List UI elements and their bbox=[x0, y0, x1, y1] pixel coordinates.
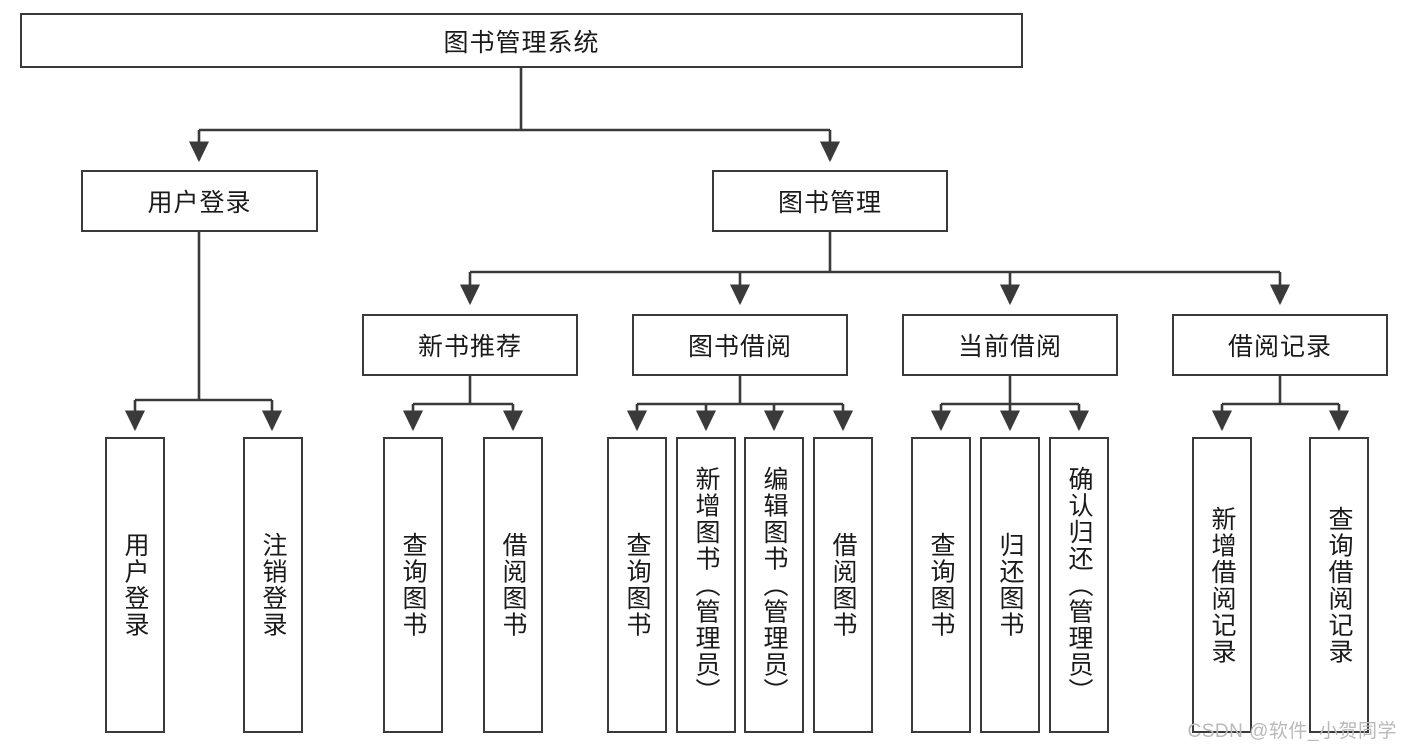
leaf-label: 新增借阅记录 bbox=[1208, 505, 1236, 665]
leaf-current-confirm-return-admin[interactable]: 确认归还（管理员） bbox=[1049, 437, 1109, 733]
leaf-user-login-login[interactable]: 用户登录 bbox=[105, 437, 165, 733]
leaf-current-query-book[interactable]: 查询图书 bbox=[911, 437, 971, 733]
leaf-record-query-record[interactable]: 查询借阅记录 bbox=[1309, 437, 1369, 733]
node-current-borrow[interactable]: 当前借阅 bbox=[902, 314, 1118, 376]
leaf-label: 确认归还（管理员） bbox=[1065, 465, 1093, 705]
leaf-label: 编辑图书（管理员） bbox=[760, 465, 788, 705]
leaf-label: 借阅图书 bbox=[499, 532, 527, 638]
node-root-system[interactable]: 图书管理系统 bbox=[20, 13, 1023, 68]
leaf-label: 查询图书 bbox=[927, 532, 955, 638]
leaf-label: 新增图书（管理员） bbox=[692, 465, 720, 705]
leaf-recommend-query-book[interactable]: 查询图书 bbox=[383, 437, 443, 733]
node-borrow-record[interactable]: 借阅记录 bbox=[1172, 314, 1388, 376]
leaf-label: 用户登录 bbox=[121, 532, 149, 638]
leaf-label: 查询图书 bbox=[399, 532, 427, 638]
leaf-label: 查询图书 bbox=[623, 532, 651, 638]
leaf-label: 归还图书 bbox=[996, 532, 1024, 638]
leaf-label: 借阅图书 bbox=[829, 532, 857, 638]
leaf-label: 查询借阅记录 bbox=[1325, 505, 1353, 665]
node-book-management[interactable]: 图书管理 bbox=[712, 170, 948, 232]
node-new-book-recommend[interactable]: 新书推荐 bbox=[362, 314, 578, 376]
leaf-recommend-borrow-book[interactable]: 借阅图书 bbox=[483, 437, 543, 733]
leaf-borrow-add-book-admin[interactable]: 新增图书（管理员） bbox=[676, 437, 736, 733]
leaf-current-return-book[interactable]: 归还图书 bbox=[980, 437, 1040, 733]
leaf-label: 注销登录 bbox=[259, 532, 287, 638]
leaf-borrow-edit-book-admin[interactable]: 编辑图书（管理员） bbox=[744, 437, 804, 733]
csdn-watermark: CSDN @软件_小贺同学 bbox=[1187, 721, 1397, 742]
leaf-user-login-logout[interactable]: 注销登录 bbox=[243, 437, 303, 733]
node-book-borrow[interactable]: 图书借阅 bbox=[632, 314, 848, 376]
leaf-record-add-record[interactable]: 新增借阅记录 bbox=[1192, 437, 1252, 733]
leaf-borrow-borrow-book[interactable]: 借阅图书 bbox=[813, 437, 873, 733]
node-user-login[interactable]: 用户登录 bbox=[81, 170, 318, 232]
leaf-borrow-query-book[interactable]: 查询图书 bbox=[607, 437, 667, 733]
